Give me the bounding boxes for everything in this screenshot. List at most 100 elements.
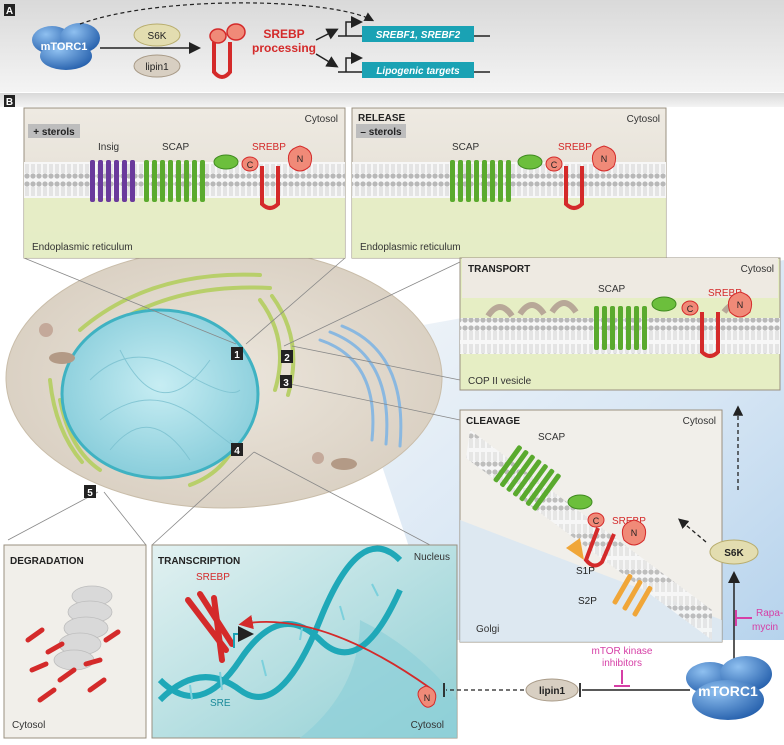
mtorc1-b: mTORC1 [686,656,772,720]
transport-title: TRANSPORT [468,264,530,275]
box1-insig: Insig [98,142,119,153]
target1-label: SREBF1, SREBF2 [376,30,461,41]
box2-scap: SCAP [452,142,480,153]
cleavage-s1p: S1P [576,566,595,577]
zoom-lines [7,257,461,546]
marker-3: 3 [283,378,289,389]
mtorc1-a: mTORC1 [32,23,100,70]
dna-helix [157,545,403,703]
lipin1-a-oval [133,54,181,78]
cleavage-s2p: S2P [578,596,597,607]
target2-label: Lipogenic targets [376,66,460,77]
promoter-arrow-1 [345,16,363,36]
degradation-bottom: Cytosol [12,720,45,731]
arrow-to-target1 [315,28,339,41]
arrow-to-target2 [315,53,339,68]
box2-location: Cytosol [627,114,660,125]
lipin1-b-oval [525,678,579,702]
s6k-b-oval [709,539,759,565]
cleavage-scap: SCAP [538,432,566,443]
promoter-arrow-2 [345,52,363,72]
box-degradation: DEGRADATION Cytosol [3,544,147,739]
degraded-srebp-fragments [25,627,121,703]
box-plus-sterols: + sterols Cytosol Insig SCAP SREBP C N E… [23,107,346,259]
transport-location: Cytosol [741,264,774,275]
transcription-sre: SRE [210,698,231,709]
transport-c: C [687,304,694,314]
s1p-s2p-proteases [566,538,653,617]
box2-srebp: SREBP [558,142,592,153]
target2-box [362,62,474,78]
panel-a: A mTORC1 S6K lipin1 SREBP processing SRE… [0,0,784,92]
s6k-to-cleavage-arrow [678,518,707,543]
box2-state: – sterols [360,127,402,138]
mtorc1-a-label: mTORC1 [41,41,88,53]
transport-scap: SCAP [598,284,626,295]
scap-protein-1 [144,160,205,202]
srebp-icon-a [209,23,246,79]
mtor-inhib-line2: inhibitors [602,658,642,669]
box1-location: Cytosol [305,114,338,125]
box-transport: TRANSPORT Cytosol SCAP SREBP C N COP II … [459,257,781,391]
regulators-b: S6K Rapa- mycin mTOR kinase inhibitors l… [443,405,783,720]
step-markers: 1 2 3 4 5 [84,347,293,499]
mitochondrion-2 [331,458,357,470]
scap-protein-4 [493,445,561,511]
transcription-bottom: Cytosol [411,720,444,731]
transcription-start-arrow [233,626,254,648]
rapamycin-line2: mycin [752,622,778,633]
s6k-b-label: S6K [724,548,744,559]
golgi-stack [318,324,403,448]
transport-bottom: COP II vesicle [468,376,532,387]
box2-n: N [601,154,608,164]
box1-state: + sterols [33,127,75,138]
panel-b-band [0,93,784,107]
srebp-processing-line1: SREBP [263,27,304,41]
box2-c: C [551,160,558,170]
nucleus [60,308,260,480]
rapamycin-line1: Rapa- [756,608,783,619]
panel-b-label: B [6,97,13,108]
box2-title: RELEASE [358,113,406,124]
box-transcription: TRANSCRIPTION Nucleus SREBP SRE N Cytoso… [151,544,458,739]
proteasome [53,585,113,671]
mitochondrion-1 [49,352,75,364]
cleavage-n: N [631,528,638,538]
scap-protein-3 [594,306,647,350]
cleavage-title: CLEAVAGE [466,416,520,427]
insig-protein [90,160,135,202]
cleavage-bottom: Golgi [476,624,499,635]
marker-5: 5 [87,488,93,499]
box1-bottom: Endoplasmic reticulum [32,242,133,253]
degradation-title: DEGRADATION [10,556,84,567]
s6k-a-oval [133,23,181,47]
transport-srebp: SREBP [708,288,742,299]
scap-protein-2 [450,160,511,202]
nuclear-import-arrow [238,615,431,689]
panel-b-label-box [4,95,15,107]
box2-bottom: Endoplasmic reticulum [360,242,461,253]
box-release: RELEASE – sterols Cytosol SCAP SREBP C N… [351,107,667,259]
lipin1-a-label: lipin1 [145,62,169,73]
cleavage-location: Cytosol [683,416,716,427]
marker-1: 1 [234,350,240,361]
srebp-processing-line2: processing [252,41,316,55]
target1-box [362,26,474,42]
box1-scap: SCAP [162,142,190,153]
box1-n: N [297,154,304,164]
dashed-arrow-a [79,2,375,25]
s6k-a-label: S6K [148,31,167,42]
panel-a-label: A [6,6,13,17]
transcription-srebp: SREBP [196,572,230,583]
lipin1-b-label: lipin1 [539,686,566,697]
panel-a-background [0,0,784,92]
srebp-dimer [185,591,235,663]
box1-c: C [247,160,254,170]
transport-n: N [737,300,744,310]
mtor-inhib-line1: mTOR kinase [592,646,653,657]
panel-a-label-box [4,4,15,16]
mtorc1-b-label: mTORC1 [698,683,758,699]
cleavage-c: C [593,516,600,526]
marker-2: 2 [284,353,290,364]
